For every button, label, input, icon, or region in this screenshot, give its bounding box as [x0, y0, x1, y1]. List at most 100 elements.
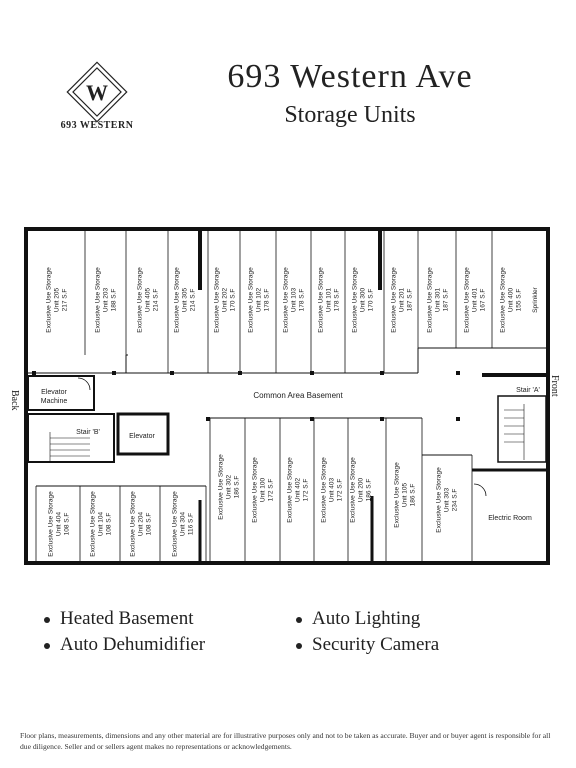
common-area-label: Common Area Basement: [253, 391, 343, 400]
unit-area: 186 S.F: [366, 479, 373, 502]
unit-type: Exclusive Use Storage: [500, 267, 507, 333]
unit-area: 217 S.F: [62, 289, 69, 312]
unit-number: Unit 104: [98, 512, 105, 537]
electric-room-label: Electric Room: [488, 515, 532, 522]
unit-number: Unit 201: [399, 288, 406, 313]
unit-type: Exclusive Use Storage: [172, 491, 179, 557]
feature-item: Heated Basement: [44, 608, 205, 634]
elevator-label: Elevator: [129, 433, 155, 440]
logo-text: 693 WESTERN: [60, 120, 134, 131]
feature-item: Auto Dehumidifier: [44, 634, 205, 660]
unit-area: 172 S.F: [337, 479, 344, 502]
unit-area: 170 S.F: [230, 289, 237, 312]
unit-area: 187 S.F: [407, 289, 414, 312]
front-label: Front: [549, 375, 560, 397]
stair-b-label: Stair 'B': [76, 429, 100, 436]
unit-type: Exclusive Use Storage: [427, 267, 434, 333]
unit-type: Exclusive Use Storage: [90, 491, 97, 557]
unit-number: Unit 300: [360, 288, 367, 313]
unit-area: 178 S.F: [334, 289, 341, 312]
elevator-machine-label: Elevator: [41, 389, 67, 396]
unit-area: 108 S.F: [106, 513, 113, 536]
unit-type: Exclusive Use Storage: [95, 267, 102, 333]
unit-number: Unit 301: [435, 288, 442, 313]
unit-type: Exclusive Use Storage: [48, 491, 55, 557]
unit-type: Exclusive Use Storage: [248, 267, 255, 333]
unit-type: Exclusive Use Storage: [464, 267, 471, 333]
unit-type: Exclusive Use Storage: [214, 267, 221, 333]
unit-number: Unit 405: [145, 288, 152, 313]
bullet-icon: [44, 642, 50, 649]
unit-type: Exclusive Use Storage: [130, 491, 137, 557]
unit-area: 116 S.F: [188, 513, 195, 535]
unit-area: 108 S.F: [64, 513, 71, 536]
unit-number: Unit 101: [326, 288, 333, 313]
unit-type: Exclusive Use Storage: [352, 267, 359, 333]
unit-area: 214 S.F: [190, 289, 197, 312]
sprinkler-label: Sprinkler: [532, 286, 539, 312]
unit-area: 178 S.F: [264, 289, 271, 312]
unit-number: Unit 204: [138, 512, 145, 537]
features-right: Auto Lighting Security Camera: [296, 608, 439, 660]
unit-number: Unit 205: [54, 288, 61, 313]
unit-area: 178 S.F: [299, 289, 306, 312]
unit-type: Exclusive Use Storage: [318, 267, 325, 333]
unit-type: Exclusive Use Storage: [137, 267, 144, 333]
unit-area: 186 S.F: [234, 476, 241, 499]
feature-item: Security Camera: [296, 634, 439, 660]
unit-area: 234 S.F: [452, 489, 459, 512]
unit-number: Unit 100: [260, 478, 267, 503]
unit-area: 187 S.F: [443, 289, 450, 312]
disclaimer: Floor plans, measurements, dimensions an…: [20, 731, 551, 751]
unit-area: 172 S.F: [268, 479, 275, 502]
unit-number: Unit 401: [472, 288, 479, 313]
unit-area: 155 S.F: [516, 289, 523, 312]
unit-number: Unit 304: [180, 512, 187, 537]
unit-number: Unit 402: [295, 478, 302, 503]
unit-number: Unit 203: [103, 288, 110, 313]
unit-number: Unit 400: [508, 288, 515, 313]
unit-type: Exclusive Use Storage: [252, 457, 259, 523]
unit-type: Exclusive Use Storage: [174, 267, 181, 333]
unit-area: 108 S.F: [146, 513, 153, 536]
unit-area: 167 S.F: [480, 289, 487, 312]
unit-area: 170 S.F: [368, 289, 375, 312]
unit-type: Exclusive Use Storage: [394, 462, 401, 528]
unit-type: Exclusive Use Storage: [46, 267, 53, 333]
page-title: 693 Western Ave: [227, 58, 473, 95]
feature-item: Auto Lighting: [296, 608, 439, 634]
unit-area: 214 S.F: [153, 289, 160, 312]
unit-number: Unit 200: [358, 478, 365, 503]
unit-number: Unit 303: [444, 488, 451, 513]
unit-area: 172 S.F: [303, 479, 310, 502]
unit-number: Unit 103: [291, 288, 298, 313]
unit-number: Unit 202: [222, 288, 229, 313]
logo-emblem: W: [66, 61, 128, 123]
unit-type: Exclusive Use Storage: [350, 457, 357, 523]
unit-number: Unit 105: [402, 483, 409, 508]
page-subtitle: Storage Units: [284, 102, 416, 128]
back-label: Back: [9, 390, 20, 411]
unit-type: Exclusive Use Storage: [287, 457, 294, 523]
features-left: Heated Basement Auto Dehumidifier: [44, 608, 205, 660]
